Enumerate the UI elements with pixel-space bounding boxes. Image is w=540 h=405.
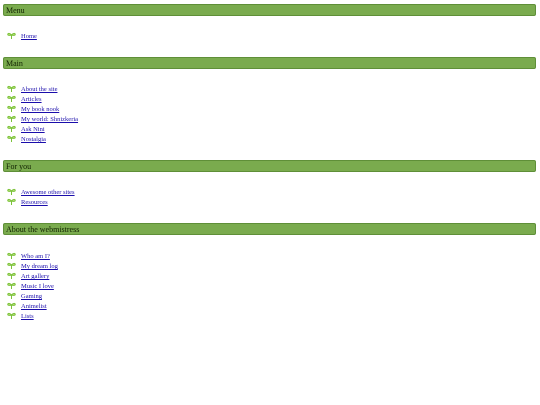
nav-link-articles[interactable]: Articles	[21, 96, 42, 103]
sprout-icon	[7, 282, 16, 289]
sprout-icon	[7, 292, 16, 299]
list-about-webmistress: Who am I? My dream log Art gallery Music…	[3, 252, 536, 322]
list-item: About the site	[3, 85, 536, 95]
list-item: My dream log	[3, 262, 536, 272]
nav-link-music-i-love[interactable]: Music I love	[21, 283, 54, 290]
sprout-icon	[7, 312, 16, 319]
list-item: Animelist	[3, 302, 536, 312]
sprout-icon	[7, 272, 16, 279]
sprout-icon	[7, 135, 16, 142]
section-about-webmistress: About the webmistress	[3, 223, 536, 235]
sprout-icon	[7, 85, 16, 92]
sprout-icon	[7, 302, 16, 309]
nav-link-my-dream-log[interactable]: My dream log	[21, 263, 58, 270]
nav-link-who-am-i[interactable]: Who am I?	[21, 253, 50, 260]
list-item: Awesome other sites	[3, 188, 536, 198]
list-item: Gaming	[3, 292, 536, 302]
list-item: Ask Nini	[3, 125, 536, 135]
nav-link-animelist[interactable]: Animelist	[21, 303, 47, 310]
list-menu: Home	[3, 32, 536, 42]
list-item: Home	[3, 32, 536, 42]
nav-link-about-the-site[interactable]: About the site	[21, 86, 58, 93]
section-header-for-you: For you	[3, 160, 536, 172]
section-for-you: For you	[3, 160, 536, 172]
nav-link-nostalgia[interactable]: Nostalgia	[21, 136, 46, 143]
sprout-icon	[7, 115, 16, 122]
list-item: Music I love	[3, 282, 536, 292]
sprout-icon	[7, 252, 16, 259]
nav-link-lists[interactable]: Lists	[21, 313, 34, 320]
sprout-icon	[7, 95, 16, 102]
nav-link-my-book-nook[interactable]: My book nook	[21, 106, 60, 113]
nav-link-resources[interactable]: Resources	[21, 199, 48, 206]
nav-link-gaming[interactable]: Gaming	[21, 293, 42, 300]
sprout-icon	[7, 125, 16, 132]
list-main: About the site Articles My book nook My …	[3, 85, 536, 145]
section-main: Main	[3, 57, 536, 69]
list-item: Lists	[3, 312, 536, 322]
nav-link-awesome-other-sites[interactable]: Awesome other sites	[21, 189, 75, 196]
nav-link-art-gallery[interactable]: Art gallery	[21, 273, 50, 280]
list-item: Art gallery	[3, 272, 536, 282]
list-item: My book nook	[3, 105, 536, 115]
list-item: Who am I?	[3, 252, 536, 262]
section-menu: Menu	[3, 4, 536, 16]
sprout-icon	[7, 188, 16, 195]
nav-link-home[interactable]: Home	[21, 33, 37, 40]
nav-link-my-world[interactable]: My world: Shnizkeria	[21, 116, 79, 123]
list-for-you: Awesome other sites Resources	[3, 188, 536, 208]
section-header-menu: Menu	[3, 4, 536, 16]
section-header-main: Main	[3, 57, 536, 69]
sprout-icon	[7, 198, 16, 205]
list-item: Nostalgia	[3, 135, 536, 145]
list-item: Resources	[3, 198, 536, 208]
list-item: My world: Shnizkeria	[3, 115, 536, 125]
sprout-icon	[7, 32, 16, 39]
nav-link-ask-nini[interactable]: Ask Nini	[21, 126, 45, 133]
list-item: Articles	[3, 95, 536, 105]
sprout-icon	[7, 105, 16, 112]
sprout-icon	[7, 262, 16, 269]
section-header-about-webmistress: About the webmistress	[3, 223, 536, 235]
